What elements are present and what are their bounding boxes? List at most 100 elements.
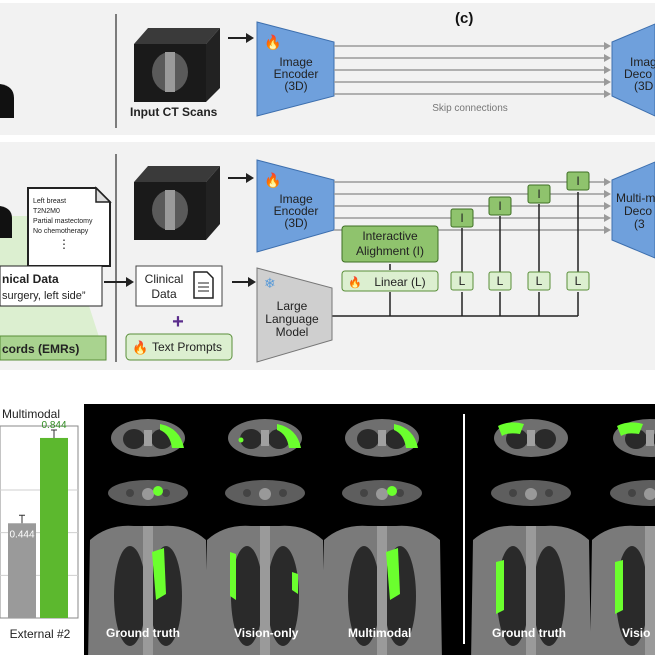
multimodal-decoder-block <box>611 161 655 259</box>
clinical-data-quote: surgery, left side” <box>2 290 86 302</box>
arrow-head-icon <box>248 277 256 287</box>
segmentation-mask <box>152 548 166 600</box>
note-line-4: No chemotherapy <box>33 228 89 235</box>
l-block-label-2: L <box>497 274 504 288</box>
flame-icon: 🔥 <box>132 340 148 355</box>
legend-multimodal: Multimodal <box>2 407 60 421</box>
clinical-data-box <box>0 265 103 307</box>
panel-a-diagram: Input CT Scans 🔥 Image Encoder (3D) Skip… <box>0 3 655 135</box>
ct-scan-cube-icon-2 <box>134 166 220 240</box>
llm-label-1: Large <box>277 299 308 313</box>
bar-chart: Multimodal 0.444 0.844 External #2 <box>0 407 79 641</box>
text-prompts-label: Text Prompts <box>152 340 222 354</box>
segmentation-mask <box>394 424 418 448</box>
ct-column-ground-truth <box>88 419 208 655</box>
panel-c-tag: (c) <box>455 10 474 27</box>
flame-icon: 🔥 <box>264 172 281 189</box>
flame-icon: 🔥 <box>264 34 281 51</box>
note-line-1: Left breast <box>33 198 66 205</box>
decoder-b-label-3: (3 <box>634 217 645 231</box>
segmentation-mask <box>153 486 163 496</box>
skip-connections-label: Skip connections <box>432 103 508 114</box>
segmentation-mask <box>617 422 643 436</box>
segmentation-mask <box>160 424 184 448</box>
document-icon <box>193 271 214 299</box>
l-block-label-1: L <box>459 274 466 288</box>
caption-vision-2: Visio <box>622 626 651 640</box>
decoder-label-2: Deco <box>624 67 652 81</box>
llm-label-2: Language <box>265 312 319 326</box>
linear-block <box>341 270 439 292</box>
interactive-alignment-block <box>341 225 439 263</box>
note-ellipsis: ⋮ <box>58 237 70 251</box>
x-axis-label: External #2 <box>10 627 71 641</box>
i-block-label-1: I <box>460 211 463 225</box>
bars-group <box>8 429 68 618</box>
arrow-head-icon <box>126 277 134 287</box>
ct-image-grid: Ground truth Vision-only Multimodal Grou… <box>84 404 655 655</box>
segmentation-mask <box>498 422 524 436</box>
encoder-b-label-1: Image <box>279 192 313 206</box>
plus-sign: + <box>172 311 184 333</box>
text-prompts-box <box>125 333 233 361</box>
clinical-data-title: nical Data <box>2 272 59 286</box>
bar-value-vision-only: 0.444 <box>9 529 34 540</box>
emr-label-box <box>0 335 107 361</box>
l-blocks <box>450 271 590 291</box>
encoder-b-label-2: Encoder <box>274 204 319 218</box>
ct-column-ground-truth-2 <box>471 419 591 655</box>
bar-multimodal <box>40 437 68 618</box>
note-line-3: Partial mastectomy <box>33 218 93 225</box>
caption-ground-truth-2: Ground truth <box>492 626 566 640</box>
encoder-b-label-3: (3D) <box>284 216 307 230</box>
l-block-label-4: L <box>575 274 582 288</box>
i-block-label-4: I <box>576 174 579 188</box>
encoder-label-2: Encoder <box>274 67 319 81</box>
person-icon-2 <box>0 206 12 238</box>
flame-icon: 🔥 <box>348 276 362 289</box>
error-bar-1 <box>51 429 57 438</box>
interaction-connectors <box>389 192 579 272</box>
decoder-b-label-2: Deco <box>624 204 652 218</box>
input-ct-label: Input CT Scans <box>130 105 218 119</box>
note-line-2: T2N2M0 <box>33 208 60 215</box>
llm-block <box>256 267 333 363</box>
l-block-label-3: L <box>536 274 543 288</box>
linear-label: Linear (L) <box>374 275 425 289</box>
bar-vision-only <box>8 523 36 618</box>
panel-c-header: (c) <box>0 0 655 30</box>
decoder-label-3: (3D <box>634 79 654 93</box>
i-blocks <box>450 171 590 228</box>
i-block-label-3: I <box>537 187 540 201</box>
caption-ground-truth: Ground truth <box>106 626 180 640</box>
ct-scan-cube-icon <box>134 28 220 102</box>
segmentation-mask <box>615 560 623 614</box>
segmentation-mask <box>386 548 400 600</box>
skip-connection-lines <box>334 45 604 95</box>
ct-column-vision-2 <box>590 419 655 655</box>
arrow-head-icon <box>246 33 254 43</box>
bar-value-multimodal: 0.844 <box>41 420 66 431</box>
error-bar-0 <box>19 514 25 524</box>
skip-arrow-heads-b <box>604 178 611 234</box>
ct-images <box>88 414 655 655</box>
skip-arrow-heads <box>604 42 611 98</box>
encoder-label-1: Image <box>279 55 313 69</box>
arrow-head-icon <box>246 173 254 183</box>
alignment-label-1: Interactive <box>362 229 418 243</box>
image-encoder-block <box>256 21 335 117</box>
emr-label: cords (EMRs) <box>2 342 79 356</box>
caption-multimodal: Multimodal <box>348 626 412 640</box>
alignment-label-2: Alighment (I) <box>356 244 424 258</box>
segmentation-mask <box>496 560 504 614</box>
decoder-label-1: Image <box>630 55 655 69</box>
segmentation-mask <box>230 552 236 600</box>
clinical-box-label-1: Clinical <box>145 272 184 286</box>
clinical-note-document <box>27 186 112 267</box>
panel-b-diagram: Left breast T2N2M0 Partial mastectomy No… <box>0 142 655 370</box>
llm-label-3: Model <box>276 325 309 339</box>
llm-output-bus <box>332 292 579 317</box>
segmentation-mask <box>387 486 397 496</box>
ct-column-multimodal <box>322 419 442 655</box>
ct-column-vision-only <box>205 419 325 655</box>
